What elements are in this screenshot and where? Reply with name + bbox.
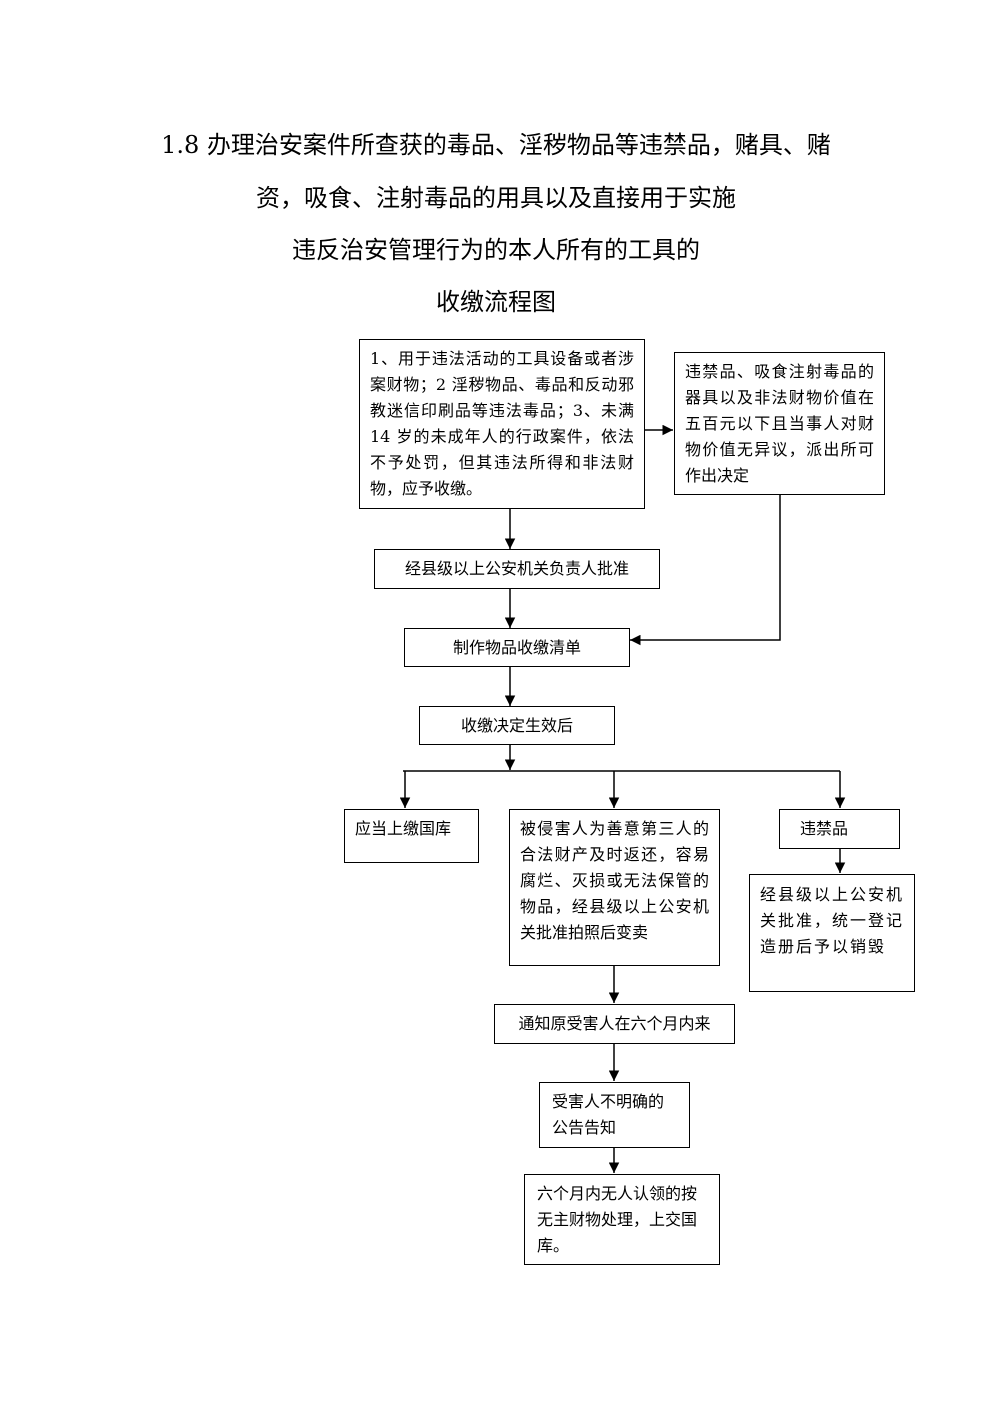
node-police-station-decision: 违禁品、吸食注射毒品的器具以及非法财物价值在五百元以下且当事人对财物价值无异议，… (674, 352, 885, 495)
node-county-approval: 经县级以上公安机关负责人批准 (374, 549, 660, 589)
node-state-treasury: 应当上缴国库 (344, 809, 479, 863)
title-line-3: 违反治安管理行为的本人所有的工具的 (292, 236, 700, 264)
node-make-confiscation-list: 制作物品收缴清单 (404, 628, 630, 667)
node-unclaimed-property: 六个月内无人认领的按无主财物处理，上交国库。 (524, 1174, 720, 1265)
node-destroy: 经县级以上公安机关批准，统一登记造册后予以销毁 (749, 874, 915, 992)
node-contraband: 违禁品 (779, 809, 900, 849)
title-line-4: 收缴流程图 (436, 288, 556, 316)
node-notify-victim: 通知原受害人在六个月内来 (494, 1004, 735, 1044)
title-line-1: 1.8 办理治安案件所查获的毒品、淫秽物品等违禁品，赌具、赌 (161, 131, 831, 159)
arrow-station-to-list (630, 495, 781, 646)
node-decision-effective: 收缴决定生效后 (419, 706, 615, 745)
node-victim-property: 被侵害人为善意第三人的合法财产及时返还，容易腐烂、灭损或无法保管的物品，经县级以… (509, 809, 720, 966)
node-confiscation-scope: 1、用于违法活动的工具设备或者涉案财物；2 淫秽物品、毒品和反动邪教迷信印刷品等… (359, 339, 645, 509)
node-public-announcement: 受害人不明确的公告告知 (539, 1082, 690, 1148)
title-line-2: 资，吸食、注射毒品的用具以及直接用于实施 (256, 184, 736, 212)
